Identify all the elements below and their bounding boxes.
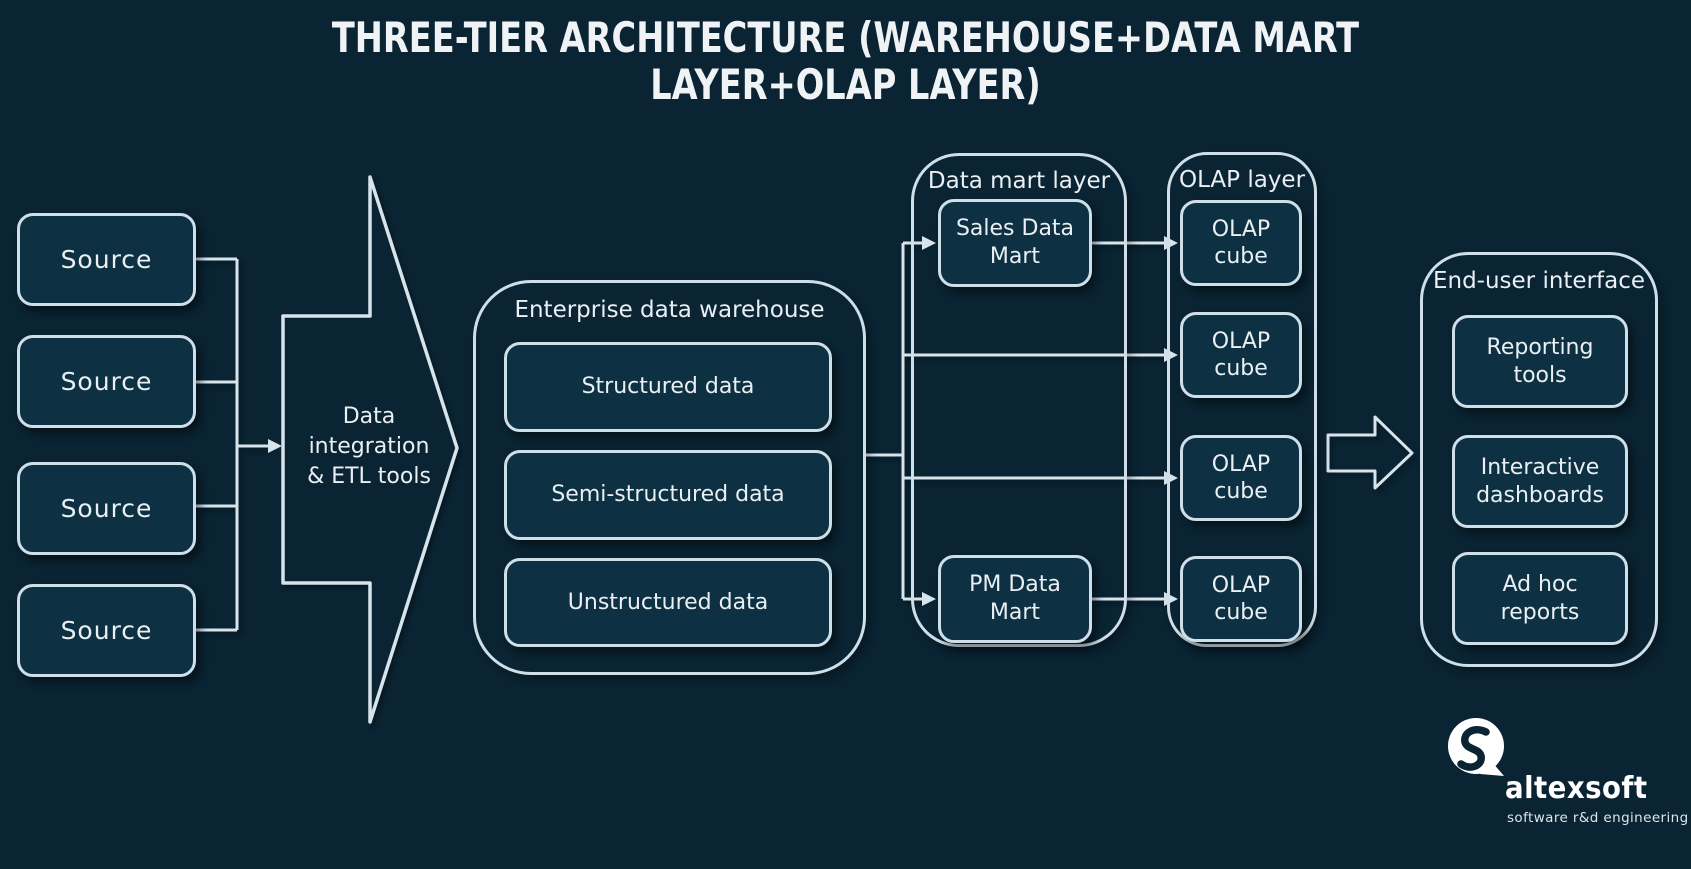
etl-label-line-2: integration [308, 434, 430, 459]
source-box-4: Source [17, 584, 196, 677]
source-box-1-label: Source [60, 244, 153, 274]
source-box-1: Source [17, 213, 196, 306]
warehouse-box-unstructured: Unstructured data [504, 558, 832, 647]
warehouse-box-semi-structured-label: Semi-structured data [551, 482, 785, 507]
page-title-line-1: THREE-TIER ARCHITECTURE (WAREHOUSE+DATA … [331, 13, 1360, 62]
pm-data-mart-label: PM Data Mart [969, 572, 1061, 625]
olap-cube-2: OLAP cube [1180, 312, 1302, 398]
source-box-2-label: Source [60, 366, 153, 396]
arrowhead-etl [268, 439, 282, 453]
olap-cube-1-label: OLAP cube [1211, 217, 1271, 269]
warehouse-box-unstructured-label: Unstructured data [567, 589, 769, 615]
brand-tagline: software r&d engineering [1507, 810, 1689, 826]
warehouse-box-structured-label: Structured data [581, 374, 755, 399]
olap-cube-3: OLAP cube [1180, 435, 1302, 521]
ad-hoc-reports-label: Ad hoc reports [1500, 571, 1580, 625]
sales-data-mart-box: Sales Data Mart [938, 199, 1092, 287]
etl-label-line-3: & ETL tools [307, 464, 431, 489]
altexsoft-logo-icon [1448, 718, 1504, 776]
flow-arrow-icon [1326, 415, 1414, 490]
data-mart-title: Data mart layer [927, 168, 1111, 194]
interactive-dashboards-box: Interactive dashboards [1452, 435, 1628, 528]
ad-hoc-reports-box: Ad hoc reports [1452, 552, 1628, 645]
etl-arrow-shape [281, 175, 459, 724]
olap-cube-4: OLAP cube [1180, 556, 1302, 642]
olap-title: OLAP layer [1178, 167, 1306, 193]
source-box-4-label: Source [60, 615, 153, 645]
source-box-3: Source [17, 462, 196, 555]
page-title-line-2: LAYER+OLAP LAYER) [650, 60, 1041, 109]
data-mart-container [911, 153, 1127, 647]
reporting-tools-box: Reporting tools [1452, 315, 1628, 408]
sales-data-mart-label: Sales Data Mart [955, 216, 1075, 269]
etl-arrow-label: Data integration & ETL tools [286, 402, 452, 492]
warehouse-title: Enterprise data warehouse [514, 297, 825, 323]
end-user-container [1420, 252, 1658, 667]
logo-s-glyph [1457, 726, 1490, 771]
interactive-dashboards-label: Interactive dashboards [1476, 454, 1604, 508]
logo-bubble-tail [1480, 762, 1504, 776]
reporting-tools-label: Reporting tools [1486, 334, 1594, 388]
olap-cube-1: OLAP cube [1180, 200, 1302, 286]
end-user-title: End-user interface [1432, 268, 1646, 294]
olap-cube-3-label: OLAP cube [1211, 452, 1271, 504]
brand-name: altexsoft [1505, 771, 1648, 806]
olap-cube-2-label: OLAP cube [1211, 329, 1271, 381]
pm-data-mart-box: PM Data Mart [938, 555, 1092, 643]
warehouse-container [473, 280, 866, 675]
etl-label-line-1: Data [342, 404, 396, 429]
warehouse-box-semi-structured: Semi-structured data [504, 450, 832, 540]
source-box-3-label: Source [60, 493, 153, 523]
source-box-2: Source [17, 335, 196, 428]
arrowhead-sales [922, 236, 936, 250]
connector-lines [196, 241, 1164, 632]
page-title: THREE-TIER ARCHITECTURE (WAREHOUSE+DATA … [0, 14, 1691, 108]
olap-cube-4-label: OLAP cube [1211, 573, 1271, 625]
logo-circle [1448, 718, 1504, 774]
warehouse-box-structured: Structured data [504, 342, 832, 432]
olap-container [1167, 152, 1317, 647]
